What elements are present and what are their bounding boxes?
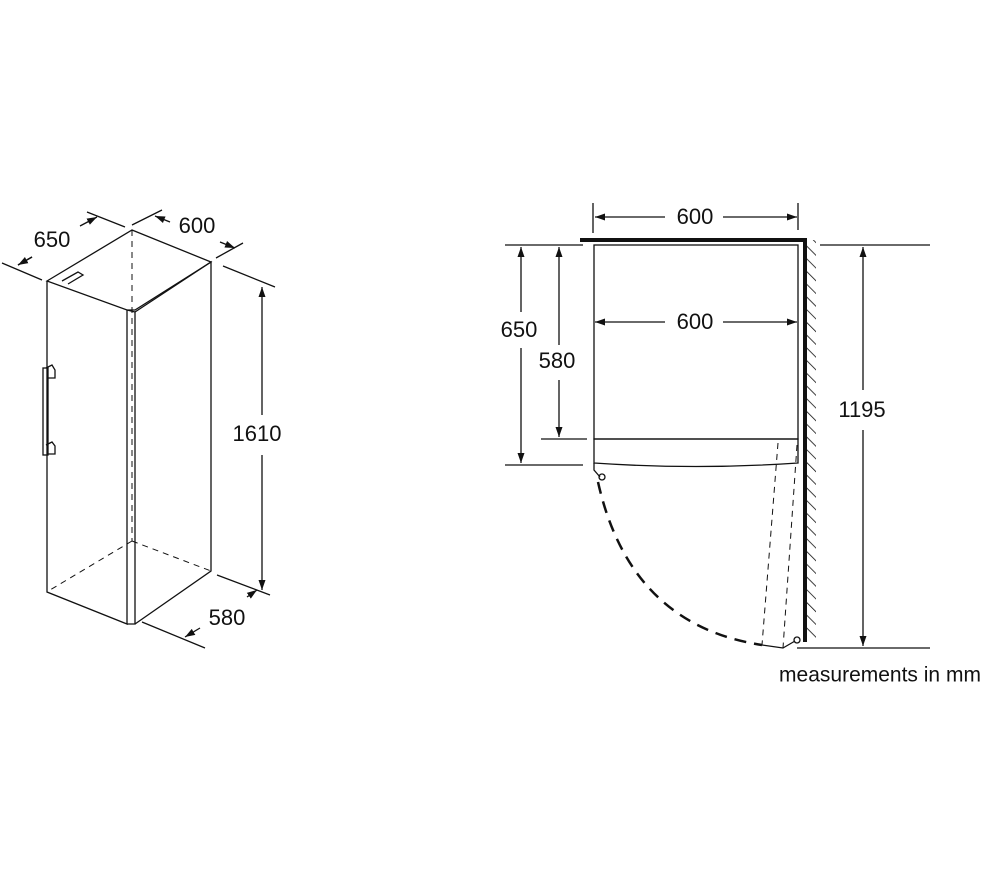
cabinet-side xyxy=(134,260,212,625)
hinge-icon xyxy=(793,636,801,644)
plan-dimension-650: 650 xyxy=(501,244,583,466)
cabinet-top xyxy=(45,229,213,311)
dim-650-plan-label: 650 xyxy=(501,317,538,342)
wall-hatch xyxy=(806,240,816,640)
plan-dimension-1195: 1195 xyxy=(797,244,930,649)
dim-600-outer-label: 600 xyxy=(677,204,714,229)
cabinet-body xyxy=(593,244,799,440)
dim-600-label: 600 xyxy=(179,213,216,238)
handle-mounts xyxy=(45,364,56,455)
door-swing-arc xyxy=(596,481,763,647)
plan-dimension-580: 580 xyxy=(539,247,587,440)
iso-dimension-1610: 1610 xyxy=(216,265,282,596)
handle-icon xyxy=(42,367,49,456)
hidden-edges xyxy=(49,230,212,591)
hinge-icon xyxy=(598,473,606,481)
dim-600-inner-label: 600 xyxy=(677,309,714,334)
door-front xyxy=(46,281,128,625)
dim-580-label: 580 xyxy=(209,605,246,630)
door-edge xyxy=(126,309,136,625)
door-closed xyxy=(593,438,799,468)
plan-dimension-inner-600: 600 xyxy=(595,309,797,334)
dim-1195-label: 1195 xyxy=(838,397,885,422)
door-open-outline xyxy=(761,442,798,649)
iso-dimension-600: 600 xyxy=(131,209,244,259)
wall-outline xyxy=(580,238,807,642)
plan-appliance xyxy=(580,238,816,649)
dim-1610-label: 1610 xyxy=(233,421,282,446)
top-hinge xyxy=(61,271,85,285)
plan-dimension-outer-600: 600 xyxy=(592,203,799,233)
isometric-appliance xyxy=(42,229,213,625)
units-note: measurements in mm xyxy=(779,664,981,687)
iso-dimension-580: 580 xyxy=(141,589,258,649)
dim-580-plan-label: 580 xyxy=(539,348,576,373)
iso-dimension-650: 650 xyxy=(1,212,126,281)
dim-650-label: 650 xyxy=(34,227,71,252)
